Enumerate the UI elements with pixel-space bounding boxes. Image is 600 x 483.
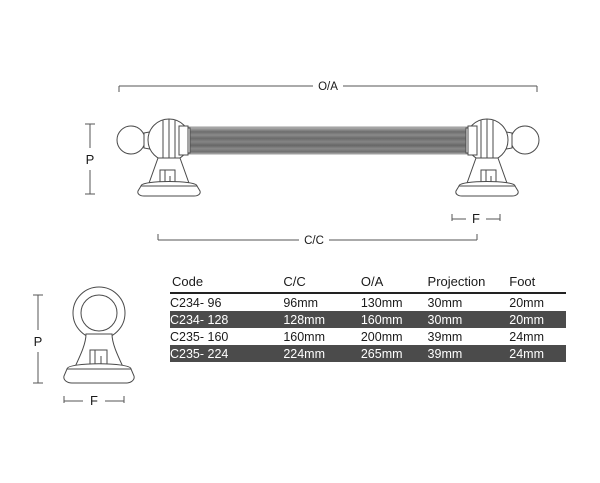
dimension-label-f-side: F <box>90 393 98 408</box>
cell-foot: 20mm <box>509 311 566 328</box>
column-header-foot: Foot <box>509 274 536 289</box>
table-row: C234- 128 128mm 160mm 30mm 20mm <box>170 311 566 328</box>
cell-foot: 24mm <box>509 329 544 344</box>
table-header: Code C/C O/A Projection Foot <box>170 274 566 293</box>
dimension-oa: O/A <box>118 81 538 93</box>
cell-projection: 39mm <box>427 345 510 362</box>
dimension-label-cc: C/C <box>304 235 324 247</box>
cell-oa: 160mm <box>360 311 428 328</box>
cell-oa: 265mm <box>360 345 428 362</box>
column-header-code: Code <box>172 274 204 289</box>
cell-cc: 128mm <box>283 311 361 328</box>
cell-cc: 96mm <box>283 295 319 310</box>
cell-projection: 39mm <box>427 329 463 344</box>
dimension-p-front: P <box>85 123 95 195</box>
cell-projection: 30mm <box>427 311 510 328</box>
cell-code: C235- 160 <box>170 329 229 344</box>
column-header-oa: O/A <box>360 274 384 289</box>
table-row: C234- 96 96mm 130mm 30mm 20mm <box>170 293 566 311</box>
dimension-label-oa: O/A <box>318 81 338 93</box>
dimension-label-p-front: P <box>86 152 95 167</box>
dimension-label-p-side: P <box>34 334 43 349</box>
cell-oa: 130mm <box>360 295 403 310</box>
table-row: C235- 160 160mm 200mm 39mm 24mm <box>170 328 566 345</box>
table-body: C234- 96 96mm 130mm 30mm 20mm C234- 128 … <box>170 293 566 362</box>
cell-code: C235- 224 <box>170 345 284 362</box>
dimension-cc: C/C <box>157 234 478 247</box>
dimension-f-front: F <box>451 211 501 226</box>
column-header-projection: Projection <box>427 274 486 289</box>
dimension-p-side: P <box>33 294 43 384</box>
cell-foot: 20mm <box>509 295 544 310</box>
handle-left-end <box>116 118 201 197</box>
handle-shaft <box>186 126 470 155</box>
table-row: C235- 224 224mm 265mm 39mm 24mm <box>170 345 566 362</box>
cell-cc: 224mm <box>283 345 361 362</box>
table-header-row: Code C/C O/A Projection Foot <box>170 274 566 293</box>
handle-right-end <box>455 118 540 197</box>
cell-code: C234- 96 <box>170 295 222 310</box>
specification-table: Code C/C O/A Projection Foot C234- 96 96… <box>170 274 566 362</box>
cell-code: C234- 128 <box>170 311 284 328</box>
cell-cc: 160mm <box>283 329 325 344</box>
side-view-foot <box>63 286 135 384</box>
dimension-f-side: F <box>63 393 125 408</box>
column-header-cc: C/C <box>283 274 306 289</box>
dimension-label-f-front: F <box>472 211 480 226</box>
cell-foot: 24mm <box>509 345 566 362</box>
cell-oa: 200mm <box>360 329 403 344</box>
cell-projection: 30mm <box>427 295 463 310</box>
